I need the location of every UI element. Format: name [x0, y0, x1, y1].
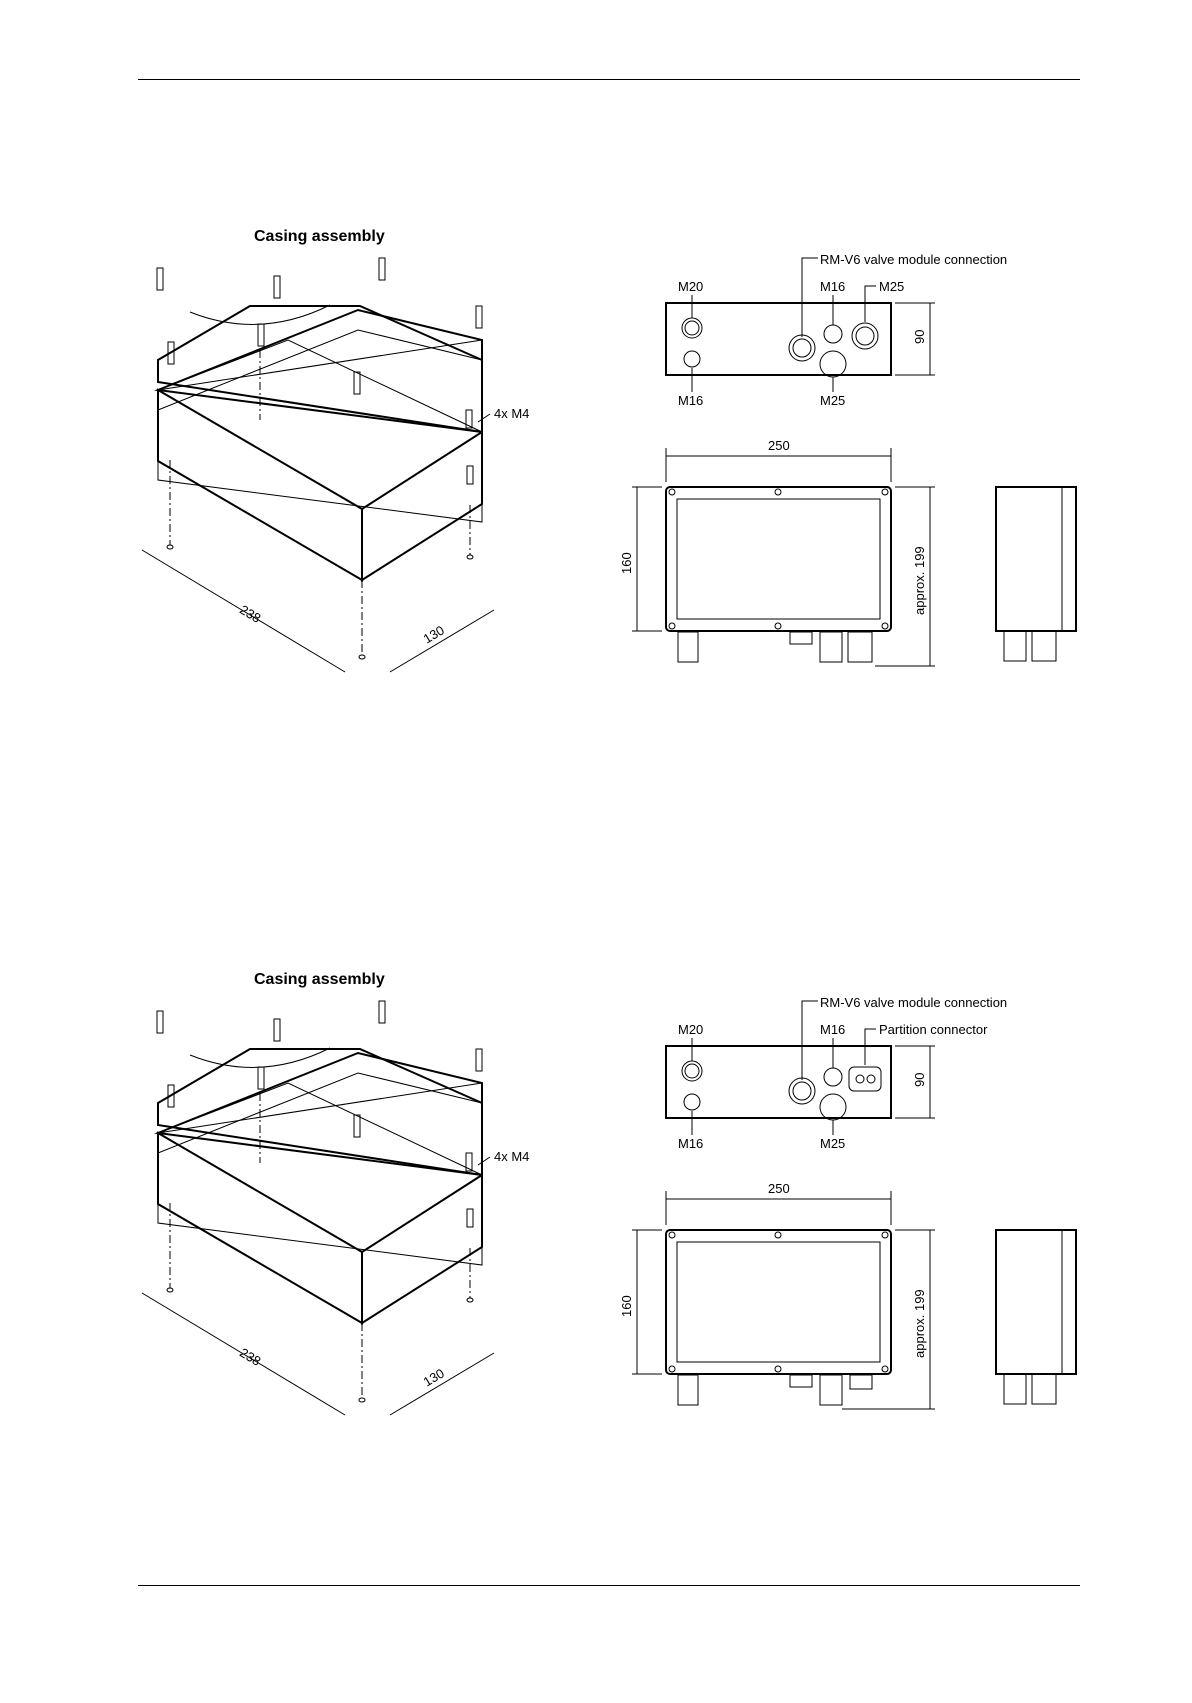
callout-valve-connection: RM-V6 valve module connection	[820, 252, 1007, 267]
box-top	[158, 1053, 482, 1133]
top-view-body	[666, 303, 891, 375]
gland-1	[678, 1375, 698, 1405]
connector	[790, 632, 812, 644]
header-rule	[138, 79, 1080, 80]
label-m25-bottom: M25	[820, 1136, 845, 1151]
callout-valve-connection: RM-V6 valve module connection	[820, 995, 1007, 1010]
m16-gland-bottom	[684, 351, 700, 367]
screws-label: 4x M4	[494, 1149, 529, 1164]
top-view: M20 M16 Partition connector M16 M25 RM-V…	[666, 995, 1007, 1151]
dim-length: 238	[237, 602, 263, 626]
gland-1	[678, 632, 698, 662]
hole-2	[359, 655, 365, 659]
hole-1	[167, 545, 173, 549]
hole-3	[467, 555, 473, 559]
dim-total-height: approx. 199	[912, 546, 927, 615]
top-view: M20 M16 M25 M16 M25 RM-V6 valve module c…	[666, 252, 1007, 408]
side-view-body	[996, 1230, 1076, 1374]
connector	[790, 1375, 812, 1387]
front-view-body	[666, 487, 891, 631]
dim-length: 238	[237, 1345, 263, 1369]
side-view	[996, 487, 1076, 661]
m16-gland-top	[824, 1068, 842, 1086]
frame-front	[158, 390, 482, 522]
box-side	[362, 432, 482, 580]
label-right-top: M25	[879, 279, 904, 294]
label-m16-bottom: M16	[678, 1136, 703, 1151]
m25-gland-bottom	[820, 1094, 846, 1120]
front-panel	[677, 499, 880, 619]
partition-connector	[849, 1067, 881, 1091]
isometric-casing: 4x M4 238 130	[142, 1001, 529, 1415]
label-m16-top: M16	[820, 1022, 845, 1037]
partition-plug	[850, 1375, 872, 1389]
dim-line-width	[390, 1353, 494, 1415]
dim-width: 130	[421, 622, 447, 646]
gland-3	[848, 632, 872, 662]
frame-front	[158, 1133, 482, 1265]
dim-total-height: approx. 199	[912, 1289, 927, 1358]
m16-gland-top	[824, 325, 842, 343]
label-m25-bottom: M25	[820, 393, 845, 408]
label-m20: M20	[678, 279, 703, 294]
front-view: 250 160 approx. 199	[619, 438, 935, 666]
dim-front-width: 250	[768, 1181, 790, 1196]
drawing-sheet-2: Casing assembly	[0, 963, 1192, 1703]
hole-1	[167, 1288, 173, 1292]
m16-gland-bottom	[684, 1094, 700, 1110]
m25-gland-bottom	[820, 351, 846, 377]
label-m16-top: M16	[820, 279, 845, 294]
label-right-top: Partition connector	[879, 1022, 988, 1037]
drawing-sheet-1: Casing assembly	[0, 220, 1192, 960]
dim-front-height: 160	[619, 552, 634, 574]
screws-label: 4x M4	[494, 406, 529, 421]
label-m20: M20	[678, 1022, 703, 1037]
lid-cutaway	[190, 305, 330, 324]
front-view-body	[666, 1230, 891, 1374]
box-side	[362, 1175, 482, 1323]
front-view: 250 160 approx. 199	[619, 1181, 935, 1409]
dim-width: 130	[421, 1365, 447, 1389]
side-view	[996, 1230, 1076, 1404]
label-m16-bottom: M16	[678, 393, 703, 408]
technical-drawing: 4x M4 238 130 M20 M16 Partition connecto…	[0, 963, 1192, 1703]
side-view-body	[996, 487, 1076, 631]
dim-front-height: 160	[619, 1295, 634, 1317]
hole-2	[359, 1398, 365, 1402]
box-top	[158, 310, 482, 390]
hole-3	[467, 1298, 473, 1302]
gland-2	[820, 632, 842, 662]
lid-cutaway	[190, 1048, 330, 1067]
isometric-casing: 4x M4 238 130	[142, 258, 529, 672]
gland-2	[820, 1375, 842, 1405]
technical-drawing: 4x M4 238 130 M20 M16 M25 M16 M25 RM-V	[0, 220, 1192, 960]
dim-height-side: 90	[912, 330, 927, 344]
dim-line-width	[390, 610, 494, 672]
front-panel	[677, 1242, 880, 1362]
dim-height-side: 90	[912, 1073, 927, 1087]
dim-front-width: 250	[768, 438, 790, 453]
